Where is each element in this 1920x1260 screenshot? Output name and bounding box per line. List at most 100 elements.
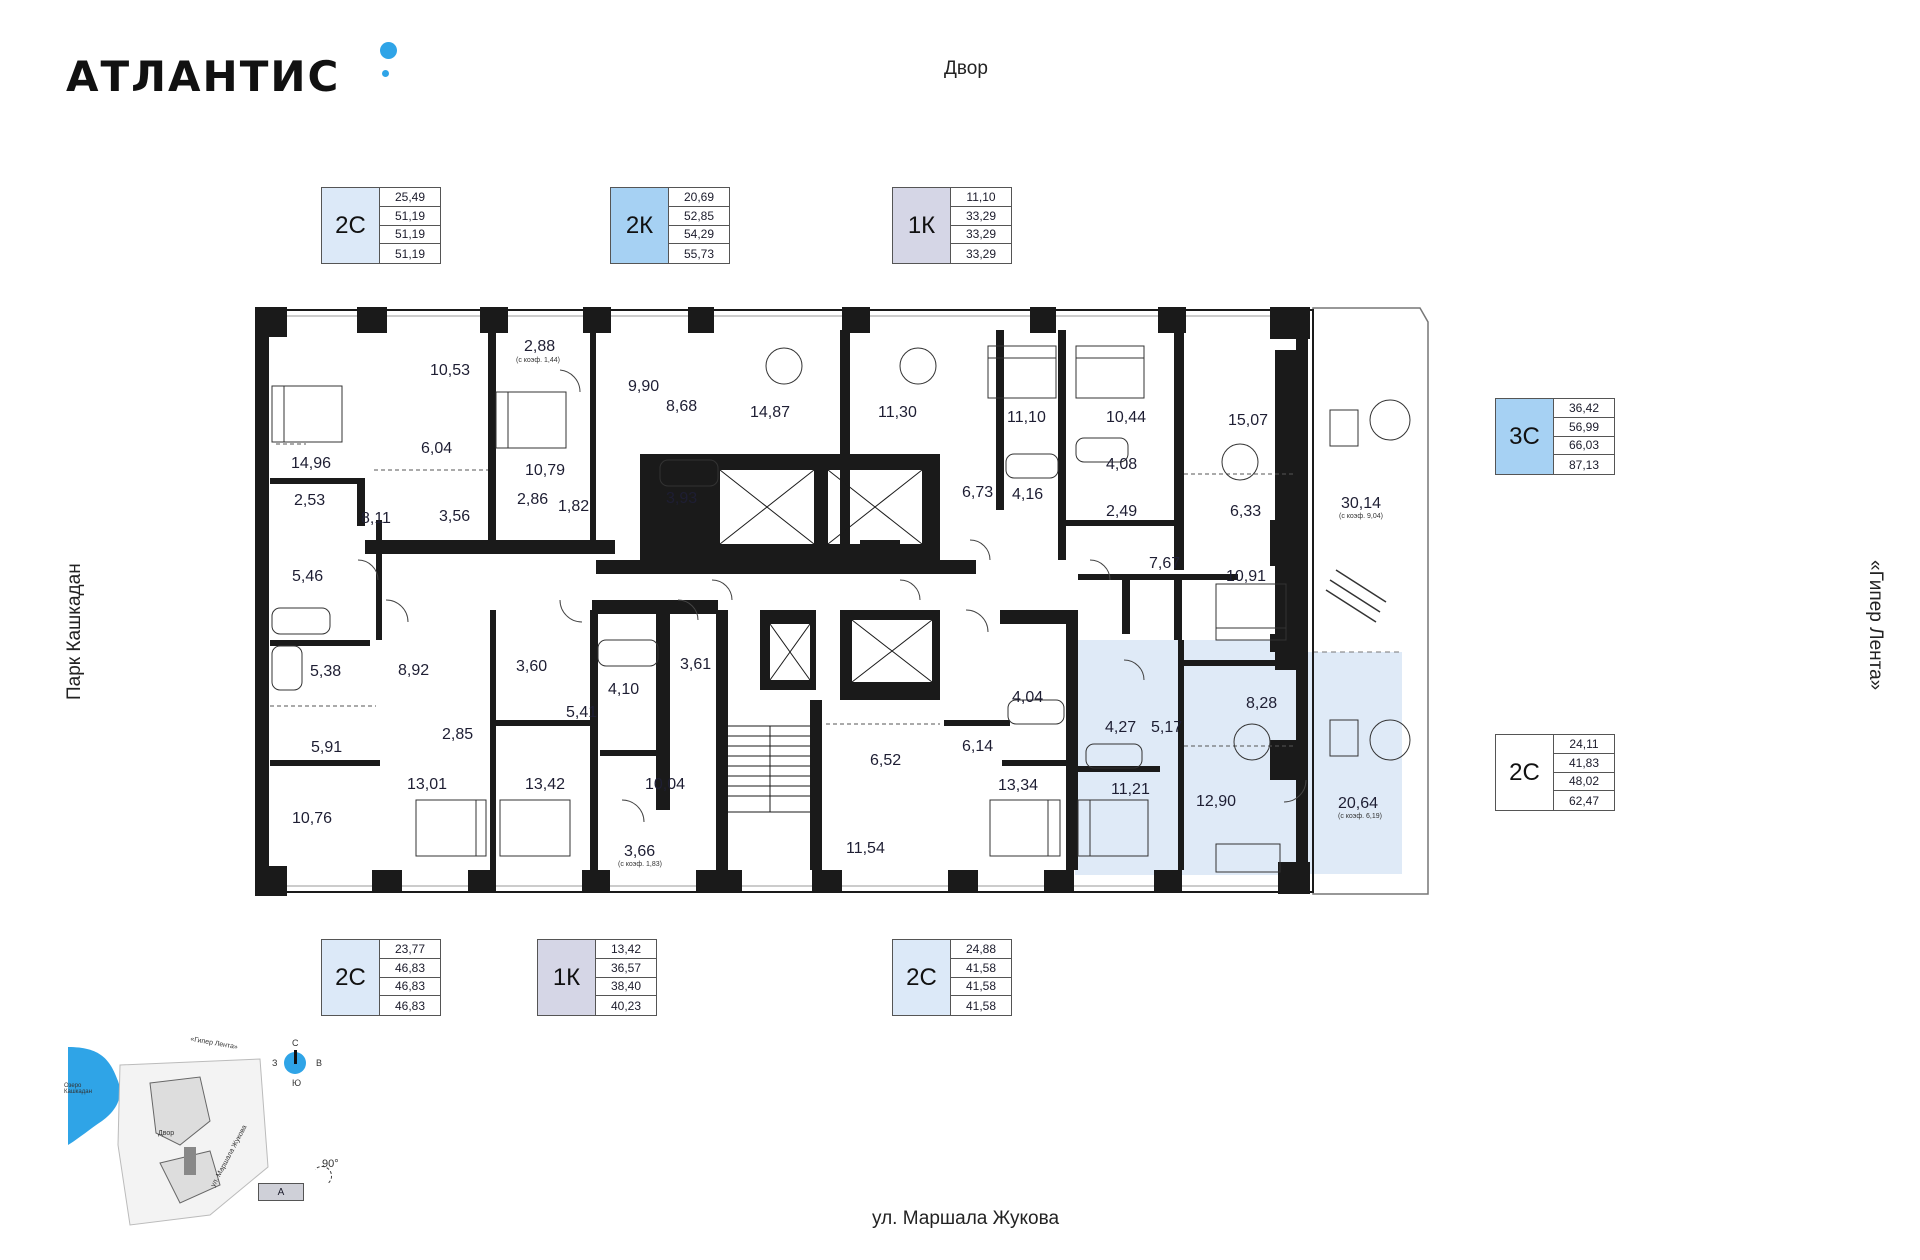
room-area: 8,68: [666, 398, 698, 415]
room-area: 2,49: [1106, 503, 1138, 520]
room-area: 11,30: [878, 404, 917, 421]
card-value: 46,83: [394, 998, 426, 1013]
room-area: 6,73: [962, 484, 994, 501]
card-value: 36,42: [1554, 399, 1614, 418]
room-area: 5,17: [1151, 719, 1183, 736]
card-value: 52,85: [669, 207, 729, 226]
room-area: 11,10: [1007, 409, 1046, 426]
room-area: 5,38: [310, 663, 342, 680]
logo-dot: [380, 42, 397, 59]
room-area: 10,76: [292, 810, 333, 827]
card-value: 54,29: [669, 226, 729, 245]
apartment-card-1k-bottom[interactable]: 1К 13,42 36,57 38,40 40,23: [537, 939, 657, 1016]
card-value: 46,83: [380, 978, 440, 997]
room-area: 2,88: [524, 338, 556, 355]
card-value: 33,29: [951, 226, 1011, 245]
card-type: 1К: [537, 939, 596, 1016]
room-area: 6,52: [870, 752, 902, 769]
rotation-icon: [312, 1166, 332, 1186]
card-value: 41,58: [951, 978, 1011, 997]
card-value: 33,29: [965, 246, 997, 261]
card-type: 2С: [321, 939, 380, 1016]
card-value: 41,83: [1554, 754, 1614, 773]
compass-east: В: [316, 1058, 323, 1068]
card-value: 56,99: [1554, 418, 1614, 437]
minimap-yard: Двор: [158, 1130, 175, 1137]
logo-dot-small: [382, 70, 389, 77]
card-value: 11,10: [951, 188, 1011, 207]
room-area: 2,53: [294, 492, 326, 509]
card-value: 36,57: [596, 959, 656, 978]
label-south: ул. Маршала Жукова: [872, 1208, 1060, 1229]
room-area: 12,90: [1196, 793, 1237, 810]
apartment-card-2c-right[interactable]: 2С 24,11 41,83 48,02 62,47: [1495, 734, 1615, 811]
card-value: 48,02: [1554, 773, 1614, 792]
coefficient-note: (с коэф. 1,44): [516, 357, 560, 364]
room-area: 4,16: [1012, 486, 1044, 503]
compass-west: З: [272, 1058, 278, 1068]
compass-south: Ю: [292, 1078, 302, 1088]
highlighted-terrace: [1290, 652, 1402, 874]
coefficient-note: (с коэф. 1,83): [618, 861, 662, 868]
brand-logo: АТЛАНТИС: [66, 52, 341, 101]
room-area: 8,11: [361, 510, 391, 527]
card-type: 2С: [321, 187, 380, 264]
room-area: 4,27: [1105, 719, 1137, 736]
room-area: 14,87: [750, 404, 791, 421]
room-area: 5,91: [311, 739, 343, 756]
room-area: 4,04: [1012, 689, 1044, 706]
card-type: 2К: [610, 187, 669, 264]
room-area: 5,41: [566, 704, 598, 721]
room-area: 7,67: [1149, 555, 1181, 572]
room-area: 4,08: [1106, 456, 1138, 473]
room-area: 3,66: [624, 843, 656, 860]
room-area: 20,64: [1338, 795, 1379, 812]
card-value: 24,11: [1554, 735, 1614, 754]
room-area: 10,04: [645, 776, 686, 793]
card-type: 2С: [892, 939, 951, 1016]
room-area: 4,10: [608, 681, 640, 698]
room-area: 6,14: [962, 738, 994, 755]
room-area: 15,07: [1228, 412, 1269, 429]
label-north: Двор: [944, 58, 988, 79]
room-area: 14,96: [291, 455, 332, 472]
card-value: 23,77: [380, 940, 440, 959]
card-value: 87,13: [1568, 457, 1600, 472]
room-area: 13,01: [407, 776, 448, 793]
room-area: 2,86: [517, 491, 549, 508]
apartment-card-1k-top[interactable]: 1К 11,10 33,29 33,29 33,29: [892, 187, 1012, 264]
coefficient-note: (с коэф. 6,19): [1338, 813, 1382, 820]
card-type: 2С: [1495, 734, 1554, 811]
apartment-card-3c-right[interactable]: 3С 36,42 56,99 66,03 87,13: [1495, 398, 1615, 475]
apartment-card-2c-top[interactable]: 2С 25,49 51,19 51,19 51,19: [321, 187, 441, 264]
room-area: 6,04: [421, 440, 453, 457]
apartment-card-2k-top[interactable]: 2К 20,69 52,85 54,29 55,73: [610, 187, 730, 264]
apartment-card-2c-bottom-right[interactable]: 2С 24,88 41,58 41,58 41,58: [892, 939, 1012, 1016]
card-value: 20,69: [669, 188, 729, 207]
card-value: 51,19: [380, 207, 440, 226]
room-area: 2,85: [442, 726, 474, 743]
card-type: 1К: [892, 187, 951, 264]
apartment-card-2c-bottom-left[interactable]: 2С 23,77 46,83 46,83 46,83: [321, 939, 441, 1016]
room-area: 3,61: [680, 656, 712, 673]
card-value: 33,29: [951, 207, 1011, 226]
room-area: 6,33: [1230, 503, 1262, 520]
room-area: 30,14: [1341, 495, 1382, 512]
card-type: 3С: [1495, 398, 1554, 475]
compass-north: С: [292, 1038, 299, 1048]
room-area: 10,53: [430, 362, 471, 379]
coefficient-note: (с коэф. 9,04): [1339, 513, 1383, 520]
card-value: 25,49: [380, 188, 440, 207]
compass-needle: [294, 1050, 297, 1064]
card-value: 41,58: [965, 998, 997, 1013]
site-minimap: [68, 1047, 269, 1226]
card-value: 55,73: [683, 246, 715, 261]
room-area: 11,21: [1111, 781, 1150, 798]
room-area: 8,92: [398, 662, 430, 679]
section-badge: А: [258, 1183, 304, 1201]
room-area: 1,82: [558, 498, 590, 515]
room-area: 8,28: [1246, 695, 1278, 712]
room-area: 13,34: [998, 777, 1039, 794]
minimap-lake-label: Озеро Кашкадан: [64, 1083, 92, 1095]
